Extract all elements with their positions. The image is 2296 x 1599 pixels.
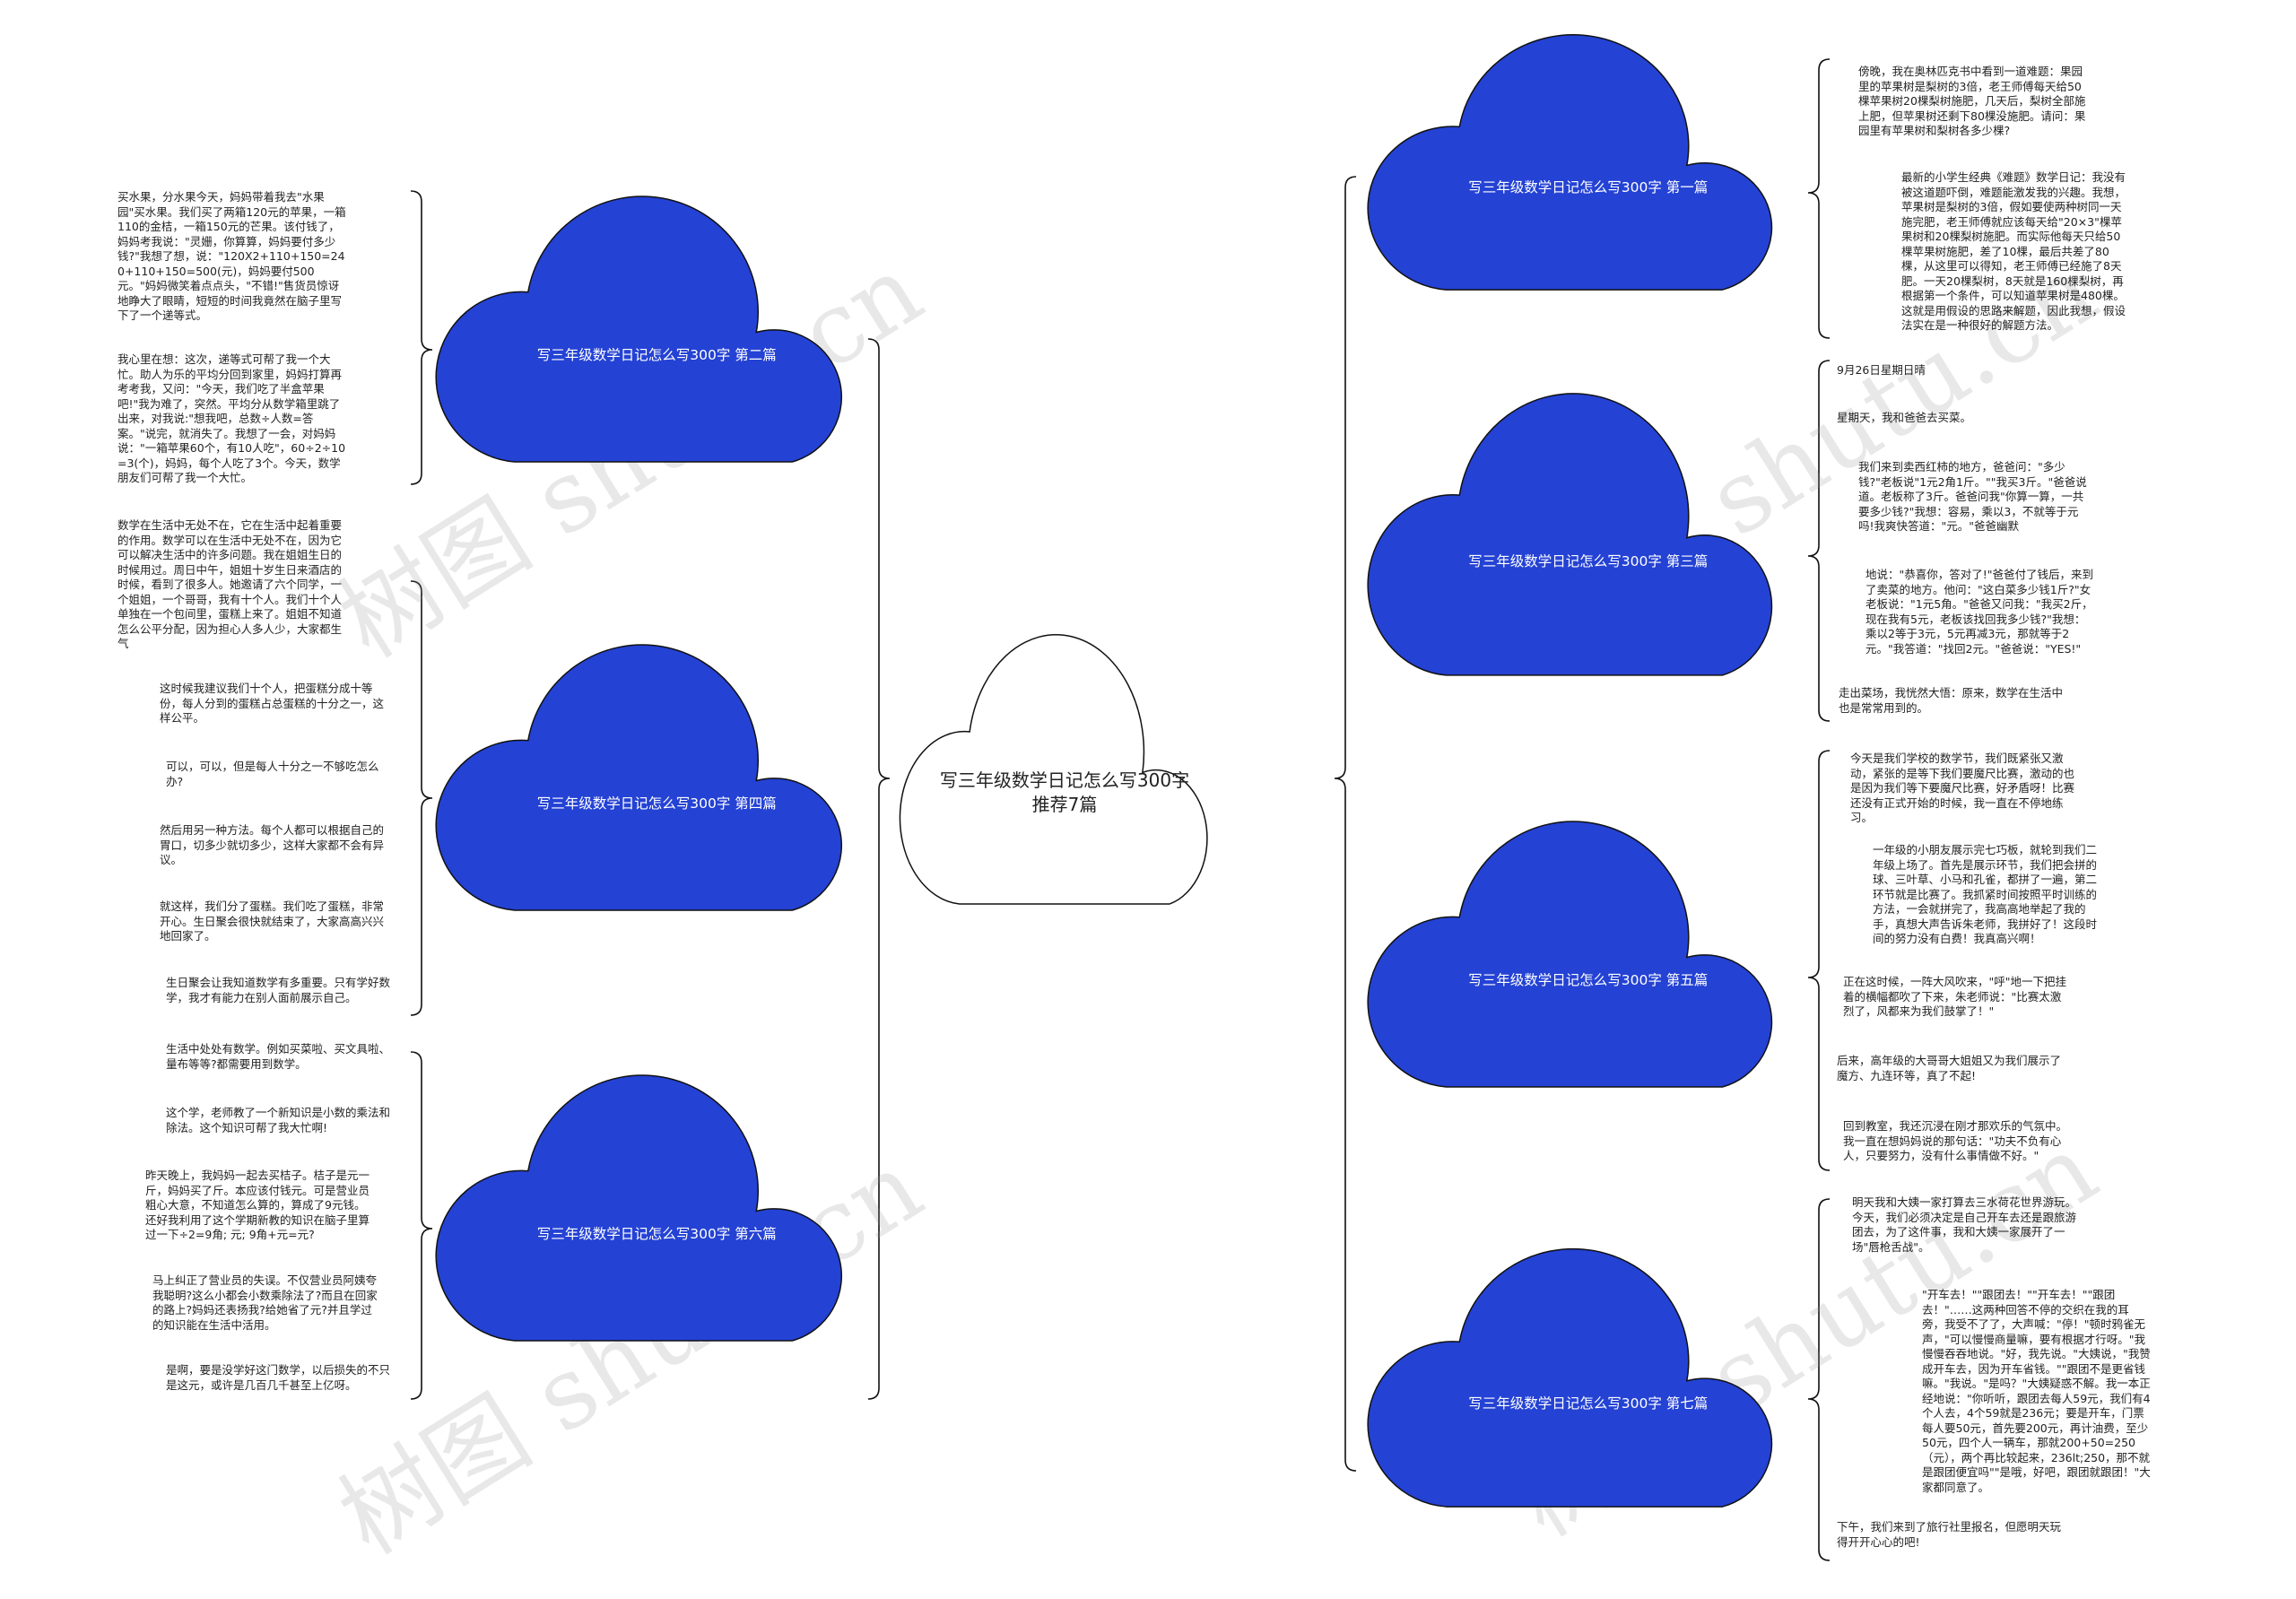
leaf-text: 回到教室，我还沉浸在刚才那欢乐的气氛中。我一直在想妈妈说的那句话："功夫不负有心…: [1843, 1119, 2068, 1162]
leaf-text: "开车去！""跟团去！""开车去！""跟团去！"……这两种回答不停的交织在我的耳…: [1922, 1288, 2151, 1494]
cloud-shape: [1368, 35, 1771, 290]
leaf-text: 我心里在想：这次，递等式可帮了我一个大忙。助人为乐的平均分回到家里，妈妈打算再考…: [117, 352, 346, 484]
leaf-text: 然后用另一种方法。每个人都可以根据自己的胃口，切多少就切多少，这样大家都不会有异…: [160, 823, 385, 866]
leaf-text: 买水果，分水果今天，妈妈带着我去"水果园"买水果。我们买了两箱120元的苹果，一…: [117, 190, 346, 322]
branch-cloud-4[interactable]: 写三年级数学日记怎么写300字 第四篇: [430, 662, 877, 912]
branch-cloud-2[interactable]: 写三年级数学日记怎么写300字 第二篇: [430, 213, 877, 464]
leaf-text: 星期天，我和爸爸去买菜。: [1837, 411, 1972, 424]
central-topic-title: 写三年级数学日记怎么写300字推荐7篇: [939, 769, 1190, 816]
branch-7-brace: [1807, 1198, 1831, 1561]
leaf-text: 今天是我们学校的数学节，我们既紧张又激动，紧张的是等下我们要魔尺比赛，激动的也是…: [1850, 752, 2075, 824]
branch-title: 写三年级数学日记怎么写300字 第五篇: [1468, 971, 1709, 988]
cloud-shape: [1368, 394, 1771, 675]
leaf-text: 9月26日星期日晴: [1837, 363, 1926, 377]
leaf-text: 昨天晚上，我妈妈一起去买桔子。桔子是元一斤，妈妈买了斤。本应该付钱元。可是营业员…: [145, 1169, 370, 1241]
branch-1-brace: [1807, 58, 1831, 339]
leaf-text: 走出菜场，我恍然大悟：原来，数学在生活中也是常常用到的。: [1839, 686, 2064, 715]
leaf-text: 下午，我们来到了旅行社里报名，但愿明天玩得开开心心的吧!: [1837, 1520, 2062, 1549]
leaf-text: 最新的小学生经典《难题》数学日记：我没有被这道题吓倒，难题能激发我的兴趣。我想，…: [1901, 170, 2126, 332]
leaf-text: 明天我和大姨一家打算去三水荷花世界游玩。今天，我们必须决定是自己开车去还是跟旅游…: [1852, 1195, 2077, 1254]
cloud-shape: [436, 196, 841, 462]
leaf-text: 马上纠正了营业员的失误。不仅营业员阿姨夸我聪明?这么小都会小数乘除法了?而且在回…: [152, 1273, 378, 1332]
central-topic-cloud[interactable]: 写三年级数学日记怎么写300字推荐7篇: [895, 652, 1234, 906]
leaf-text: 生活中处处有数学。例如买菜啦、买文具啦、量布等等?都需要用到数学。: [166, 1042, 391, 1071]
branch-cloud-6[interactable]: 写三年级数学日记怎么写300字 第六篇: [430, 1092, 877, 1343]
cloud-shape: [436, 645, 841, 910]
branch-title: 写三年级数学日记怎么写300字 第一篇: [1468, 179, 1709, 196]
leaf-text: 一年级的小朋友展示完七巧板，就轮到我们二年级上场了。首先是展示环节，我们把会拼的…: [1873, 843, 2098, 945]
leaf-text: 生日聚会让我知道数学有多重要。只有学好数学，我才有能力在别人面前展示自己。: [166, 976, 391, 1004]
branch-title: 写三年级数学日记怎么写300字 第六篇: [536, 1225, 777, 1242]
branch-title: 写三年级数学日记怎么写300字 第二篇: [536, 346, 777, 363]
cloud-shape: [1368, 821, 1771, 1087]
cloud-shape: [436, 1075, 841, 1341]
branch-title: 写三年级数学日记怎么写300字 第四篇: [536, 795, 777, 812]
leaf-text: 数学在生活中无处不在，它在生活中起着重要的作用。数学可以在生活中无处不在，因为它…: [117, 518, 343, 650]
branch-3-brace: [1807, 360, 1831, 722]
branch-cloud-5[interactable]: 写三年级数学日记怎么写300字 第五篇: [1361, 839, 1807, 1089]
cloud-shape: [900, 635, 1206, 904]
central-right-brace: [1334, 176, 1357, 1472]
branch-title: 写三年级数学日记怎么写300字 第七篇: [1468, 1395, 1709, 1412]
branch-cloud-1[interactable]: 写三年级数学日记怎么写300字 第一篇: [1361, 51, 1807, 291]
leaf-text: 这个学，老师教了一个新知识是小数的乘法和除法。这个知识可帮了我大忙啊!: [166, 1106, 391, 1134]
leaf-text: 这时候我建议我们十个人，把蛋糕分成十等份，每人分到的蛋糕占总蛋糕的十分之一，这样…: [160, 682, 385, 725]
branch-cloud-7[interactable]: 写三年级数学日记怎么写300字 第七篇: [1361, 1265, 1807, 1508]
leaf-text: 就这样，我们分了蛋糕。我们吃了蛋糕，非常开心。生日聚会很快就结束了，大家高高兴兴…: [160, 899, 385, 943]
cloud-shape: [1368, 1249, 1771, 1507]
leaf-text: 是啊，要是没学好这门数学，以后损失的不只是这元，或许是几百几千甚至上亿呀。: [166, 1363, 391, 1392]
branch-5-brace: [1807, 750, 1831, 1171]
branch-cloud-3[interactable]: 写三年级数学日记怎么写300字 第三篇: [1361, 412, 1807, 677]
leaf-text: 我们来到卖西红柿的地方，爸爸问："多少钱?"老板说"1元2角1斤。""我买3斤。…: [1858, 460, 2087, 533]
leaf-text: 傍晚，我在奥林匹克书中看到一道难题：果园里的苹果树是梨树的3倍，老王师傅每天给5…: [1858, 65, 2086, 137]
leaf-text: 地说："恭喜你，答对了!"爸爸付了钱后，来到了卖菜的地方。他问："这白菜多少钱1…: [1866, 568, 2094, 656]
leaf-text: 可以，可以，但是每人十分之一不够吃怎么办?: [166, 760, 379, 788]
leaf-text: 后来，高年级的大哥哥大姐姐又为我们展示了魔方、九连环等，真了不起!: [1837, 1054, 2062, 1082]
branch-title: 写三年级数学日记怎么写300字 第三篇: [1468, 552, 1709, 569]
leaf-text: 正在这时候，一阵大风吹来，"呼"地一下把挂着的横幅都吹了下来，朱老师说："比赛太…: [1843, 975, 2066, 1018]
